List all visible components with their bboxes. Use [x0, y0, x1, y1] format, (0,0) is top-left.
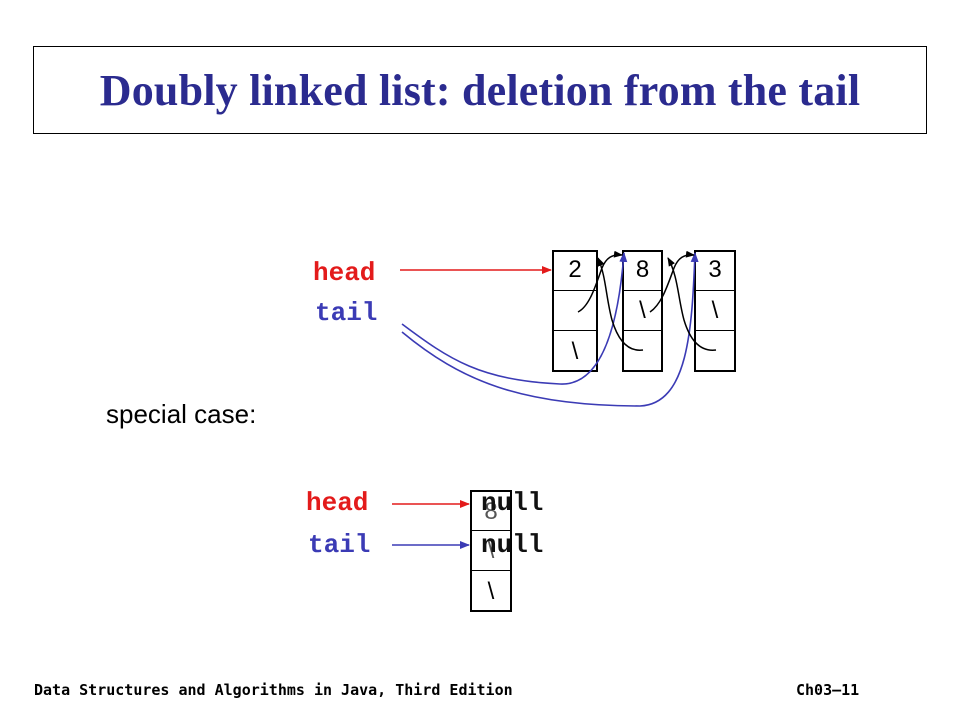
head-null-value: null — [481, 488, 544, 518]
node-info: 8 — [635, 256, 650, 283]
list-node-3: 3 \ — [694, 250, 736, 372]
node-next: \ — [711, 297, 719, 324]
node-next: \ — [639, 297, 646, 324]
node-next: \ — [487, 537, 495, 564]
node-divider — [624, 290, 661, 291]
node-divider — [472, 530, 510, 531]
node-divider — [554, 290, 596, 291]
node-prev: \ — [487, 578, 495, 605]
node-divider — [472, 570, 510, 571]
node-divider — [624, 330, 661, 331]
node-info: 3 — [708, 256, 722, 283]
node-prev: \ — [571, 338, 579, 365]
special-head-label: head — [306, 488, 369, 518]
head-label: head — [313, 258, 376, 288]
list-node-1: 2 \ — [552, 250, 598, 372]
special-tail-label: tail — [308, 530, 371, 560]
title-box: Doubly linked list: deletion from the ta… — [33, 46, 927, 134]
footer-slide-number: Ch03–11 — [796, 681, 860, 699]
footer-book-title: Data Structures and Algorithms in Java, … — [34, 681, 513, 699]
special-case-label: special case: — [106, 399, 257, 429]
slide-title: Doubly linked list: deletion from the ta… — [99, 65, 861, 115]
tail-null-value: null — [481, 530, 544, 560]
node-divider — [696, 330, 734, 331]
node-divider — [696, 290, 734, 291]
tail-label: tail — [315, 298, 378, 328]
deleted-node: 8 \ \ — [470, 490, 512, 612]
node-divider — [554, 330, 596, 331]
node-info: 8 — [484, 498, 498, 525]
list-node-2: 8 \ — [622, 250, 663, 372]
node-info: 2 — [568, 256, 582, 283]
